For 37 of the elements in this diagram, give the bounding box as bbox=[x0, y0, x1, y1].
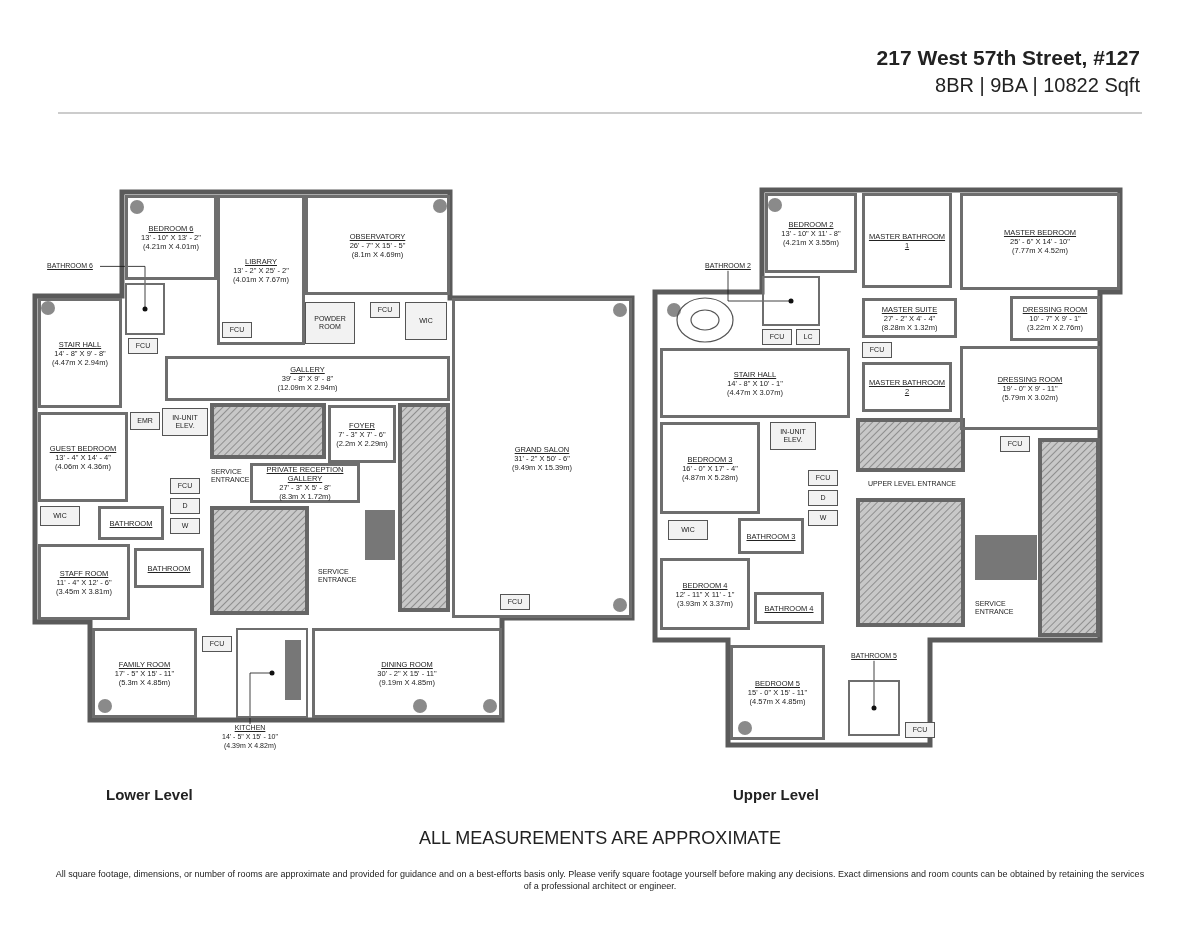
room bbox=[660, 558, 750, 630]
room bbox=[38, 412, 128, 502]
room bbox=[305, 195, 450, 295]
room bbox=[862, 298, 957, 338]
room bbox=[660, 348, 850, 418]
room bbox=[960, 193, 1120, 290]
room bbox=[217, 195, 305, 345]
page-title: 217 West 57th Street, #127 bbox=[876, 46, 1140, 70]
room bbox=[236, 628, 308, 718]
room bbox=[960, 346, 1100, 430]
room bbox=[38, 298, 122, 408]
room bbox=[38, 544, 130, 620]
disclaimer-text: All square footage, dimensions, or number of rooms are approximate and provided for guidance and on a best-efforts basis only. Please verify square footage yourself before making any decisions. Exact dimensions and room counts can be obtained by retaining the services of a professional architect or engineer. bbox=[55, 869, 1145, 893]
room bbox=[250, 463, 360, 503]
room bbox=[848, 680, 900, 736]
level-caption: Lower Level bbox=[106, 786, 193, 803]
room bbox=[92, 628, 197, 718]
measurement-note: ALL MEASUREMENTS ARE APPROXIMATE bbox=[417, 828, 783, 849]
room bbox=[762, 276, 820, 326]
room bbox=[312, 628, 502, 718]
room bbox=[660, 422, 760, 514]
room bbox=[730, 645, 825, 740]
room bbox=[125, 195, 217, 280]
room bbox=[862, 193, 952, 288]
room bbox=[738, 518, 804, 554]
room bbox=[452, 298, 632, 618]
room bbox=[862, 362, 952, 412]
room bbox=[165, 356, 450, 401]
listing-summary: 8BR | 9BA | 10822 Sqft bbox=[935, 74, 1140, 97]
level-caption: Upper Level bbox=[733, 786, 819, 803]
room bbox=[765, 193, 857, 273]
room bbox=[125, 283, 165, 335]
room bbox=[328, 405, 396, 463]
room bbox=[134, 548, 204, 588]
room bbox=[1010, 296, 1100, 341]
room bbox=[754, 592, 824, 624]
room bbox=[98, 506, 164, 540]
